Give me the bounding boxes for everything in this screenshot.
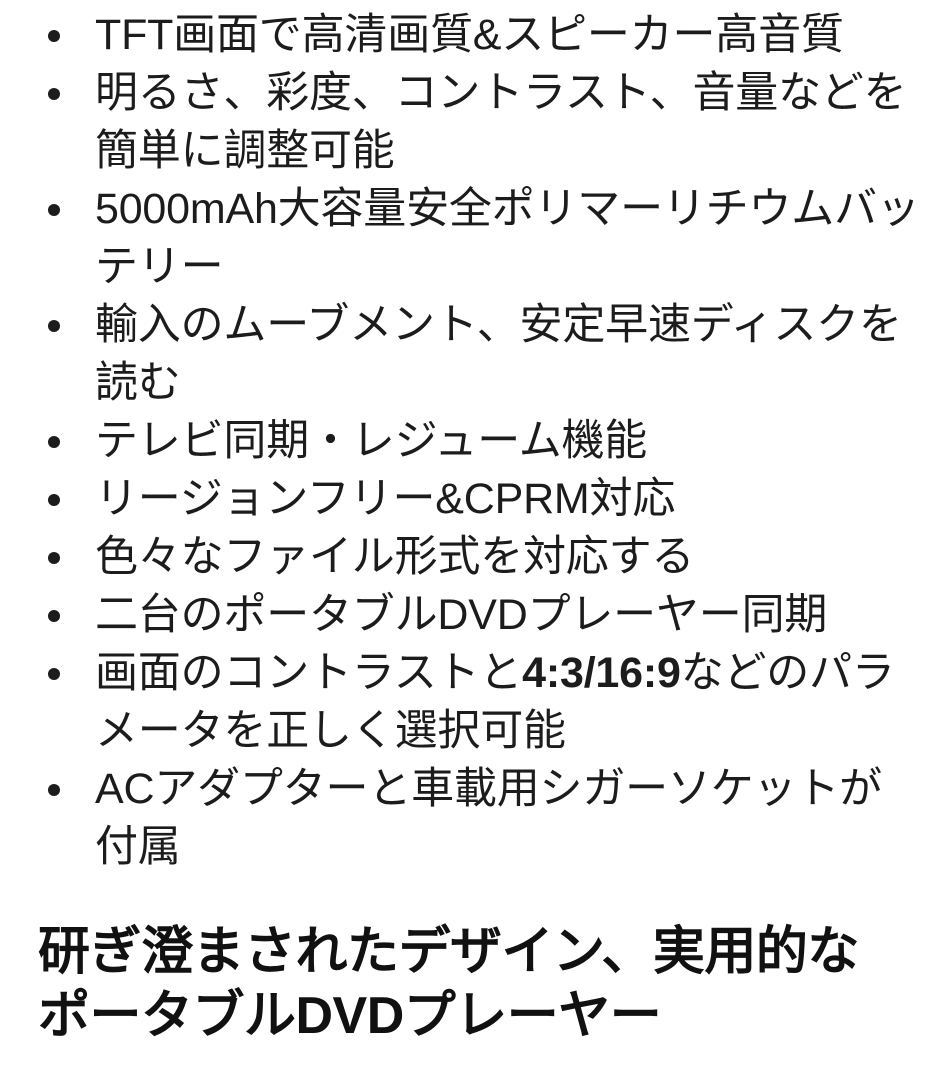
list-item: リージョンフリー&CPRM対応 (0, 470, 931, 528)
bullet-point-icon (48, 610, 60, 622)
list-item: テレビ同期・レジューム機能 (0, 412, 931, 470)
list-item-label: 明るさ、彩度、コントラスト、音量などを簡単に調整可能 (95, 69, 907, 175)
list-item: ACアダプターと車載用シガーソケットが付属 (0, 760, 931, 876)
bullet-point-icon (48, 668, 60, 680)
list-item-label: テレビ同期・レジューム機能 (95, 417, 648, 465)
list-item-label: 色々なファイル形式を対応する (95, 533, 695, 581)
feature-bullet-list: TFT画面で高清画質&スピーカー高音質 明るさ、彩度、コントラスト、音量などを簡… (0, 6, 931, 876)
bullet-point-icon (48, 552, 60, 564)
list-item-label: 輸入のムーブメント、安定早速ディスクを読む (95, 301, 902, 407)
section-heading-line-1: 研ぎ澄まされたデザイン、実用的な (38, 923, 859, 981)
list-item-label: リージョンフリー&CPRM対応 (95, 475, 676, 523)
list-item: 画面のコントラストと4:3/16:9などのパラメータを正しく選択可能 (0, 644, 931, 760)
bullet-point-icon (48, 784, 60, 796)
bullet-point-icon (48, 30, 60, 42)
list-item: 二台のポータブルDVDプレーヤー同期 (0, 586, 931, 644)
list-item-label: TFT画面で高清画質&スピーカー高音質 (95, 11, 844, 59)
list-item-label: 5000mAh大容量安全ポリマーリチウムバッテリー (95, 185, 920, 291)
list-item-text-before: 画面のコントラストと (95, 649, 523, 697)
list-item: 色々なファイル形式を対応する (0, 528, 931, 586)
aspect-ratio-emphasis: 4:3/16:9 (522, 649, 681, 697)
list-item-label: ACアダプターと車載用シガーソケットが付属 (95, 765, 882, 871)
list-item: 明るさ、彩度、コントラスト、音量などを簡単に調整可能 (0, 64, 931, 180)
list-item-label: 二台のポータブルDVDプレーヤー同期 (95, 591, 828, 639)
section-heading: 研ぎ澄まされたデザイン、実用的な ポータブルDVDプレーヤー (38, 920, 918, 1048)
list-item: 輸入のムーブメント、安定早速ディスクを読む (0, 296, 931, 412)
list-item-text-after: などのパラメータを正しく選択可能 (95, 649, 895, 755)
bullet-point-icon (48, 320, 60, 332)
section-heading-line-2: ポータブルDVDプレーヤー (38, 987, 662, 1045)
list-item: 5000mAh大容量安全ポリマーリチウムバッテリー (0, 180, 931, 296)
bullet-point-icon (48, 204, 60, 216)
list-item-label: 画面のコントラストと4:3/16:9などのパラメータを正しく選択可能 (95, 644, 923, 760)
bullet-point-icon (48, 494, 60, 506)
bullet-point-icon (48, 88, 60, 100)
list-item: TFT画面で高清画質&スピーカー高音質 (0, 6, 931, 64)
bullet-point-icon (48, 436, 60, 448)
